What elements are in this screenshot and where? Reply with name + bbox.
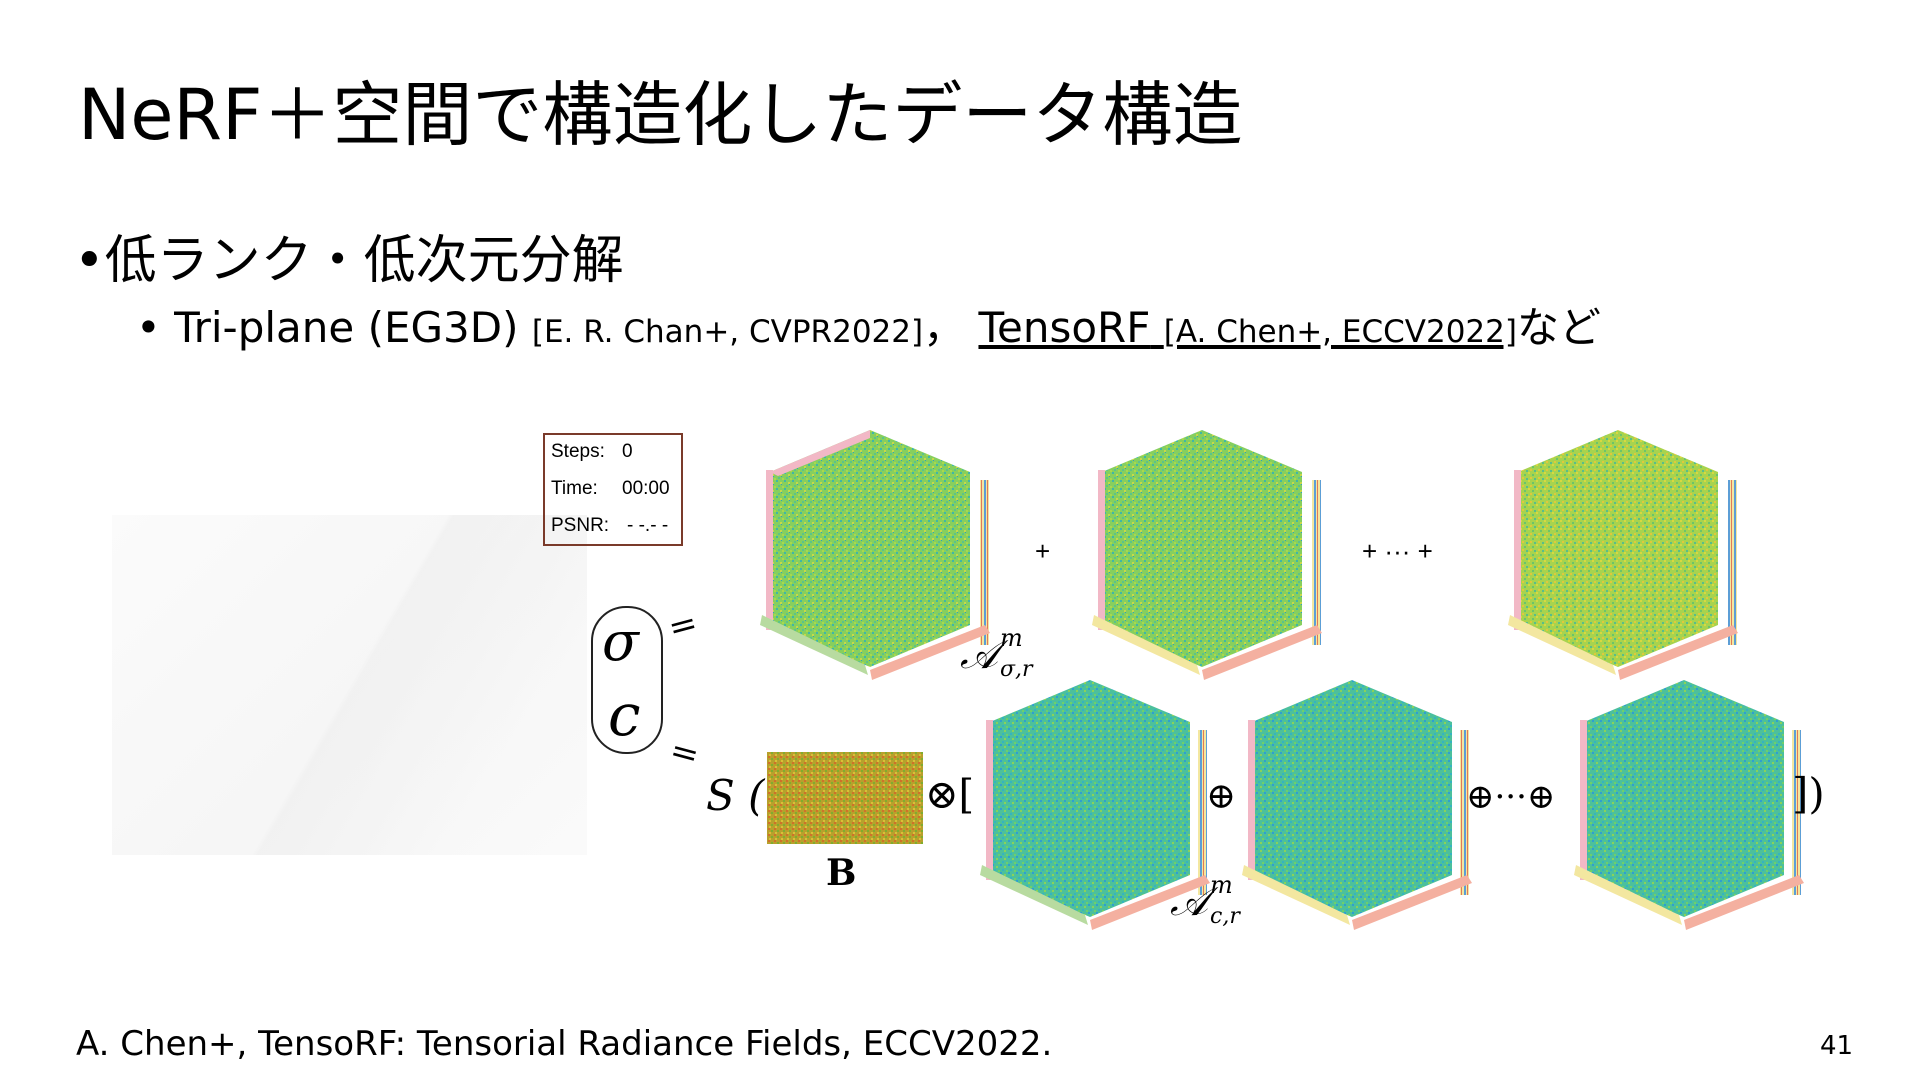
s-function: S ( bbox=[706, 771, 766, 820]
tensorf-reference: [A. Chen+, ECCV2022] bbox=[1163, 314, 1517, 350]
triplane-reference: [E. R. Chan+, CVPR2022] bbox=[531, 314, 924, 350]
appearance-tensor-2 bbox=[1242, 680, 1472, 930]
density-tensor-2 bbox=[1092, 430, 1322, 680]
density-tensor-3 bbox=[1508, 430, 1738, 680]
a-c-sub: c,r bbox=[1210, 904, 1241, 929]
otimes-open: ⊗[ bbox=[925, 772, 974, 818]
tensorf-link[interactable]: TensoRF [A. Chen+, ECCV2022] bbox=[978, 303, 1517, 352]
c-symbol: c bbox=[608, 681, 640, 749]
bullet-low-rank-text: 低ランク・低次元分解 bbox=[104, 231, 624, 291]
plus-dots-plus-row1: + ··· + bbox=[1362, 536, 1433, 566]
bullet-low-rank: •低ランク・低次元分解 bbox=[74, 231, 624, 291]
oplus-1: ⊕ bbox=[1206, 776, 1236, 817]
oplus-dots-oplus: ⊕···⊕ bbox=[1466, 777, 1555, 817]
equals-sigma: = bbox=[664, 603, 702, 649]
steps-value: 0 bbox=[622, 441, 633, 462]
basis-matrix-b bbox=[767, 752, 923, 844]
preview-shading bbox=[112, 515, 587, 855]
sigma-c-bracket bbox=[591, 606, 663, 754]
time-value: 00:00 bbox=[622, 478, 670, 499]
rendering-preview bbox=[112, 515, 587, 855]
steps-label: Steps: bbox=[551, 441, 605, 462]
a-sigma-sup: m bbox=[1000, 624, 1023, 652]
b-label: B bbox=[826, 852, 856, 894]
equals-c: = bbox=[666, 730, 704, 776]
sigma-symbol: σ bbox=[602, 610, 641, 673]
appearance-tensor-3 bbox=[1574, 680, 1804, 930]
close-bracket: ]) bbox=[1792, 769, 1825, 818]
separator: ， bbox=[923, 303, 966, 352]
bullet-tail: など bbox=[1516, 303, 1601, 352]
psnr-label: PSNR: bbox=[551, 515, 610, 536]
slide-title: NeRF＋空間で構造化したデータ構造 bbox=[78, 74, 1243, 156]
plus-row1: + bbox=[1035, 536, 1050, 566]
training-stats-box: Steps: 0 Time: 00:00 PSNR: - -.- - bbox=[543, 433, 683, 546]
a-sigma-sub: σ,r bbox=[1000, 657, 1034, 682]
appearance-tensor-1 bbox=[980, 680, 1210, 930]
psnr-value: - -.- - bbox=[627, 515, 669, 536]
time-label: Time: bbox=[551, 478, 598, 499]
a-c-sup: m bbox=[1210, 871, 1233, 899]
page-number: 41 bbox=[1820, 1031, 1854, 1061]
tensorf-text: TensoRF bbox=[978, 303, 1151, 352]
citation: A. Chen+, TensoRF: Tensorial Radiance Fi… bbox=[76, 1024, 1053, 1064]
density-tensor-1 bbox=[760, 430, 990, 680]
bullet-examples: • Tri-plane (EG3D) [E. R. Chan+, CVPR202… bbox=[136, 303, 1601, 352]
triplane-text: Tri-plane (EG3D) bbox=[174, 303, 519, 352]
